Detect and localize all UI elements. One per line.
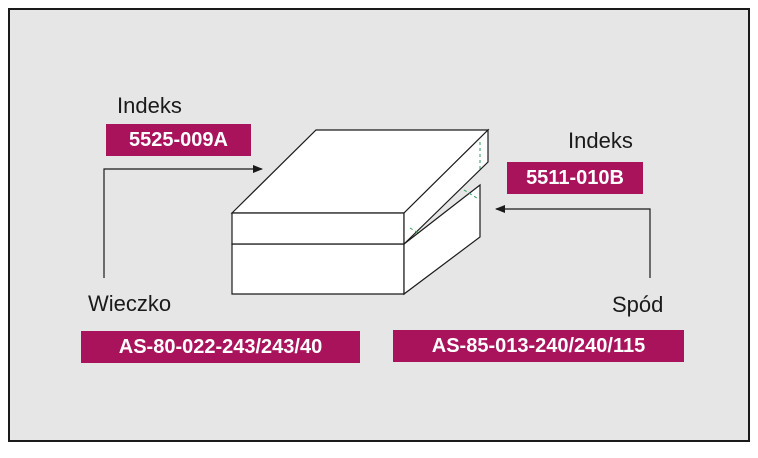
bottom-title: Spód [612,292,664,317]
bottom-code-badge: AS-85-013-240/240/115 [393,330,684,362]
lid-connector-arrow [103,165,263,278]
lid-code-badge: AS-80-022-243/243/40 [81,331,360,363]
hidden-edges [409,142,481,235]
bottom-connector-arrow [495,205,651,278]
lid-title: Wieczko [88,291,172,316]
box-lid [230,128,490,246]
lid-index-label: Indeks [117,93,182,118]
bottom-index-label: Indeks [568,128,633,153]
lid-index-badge: 5525-009A [106,124,251,156]
bottom-index-badge: 5511-010B [507,162,643,194]
